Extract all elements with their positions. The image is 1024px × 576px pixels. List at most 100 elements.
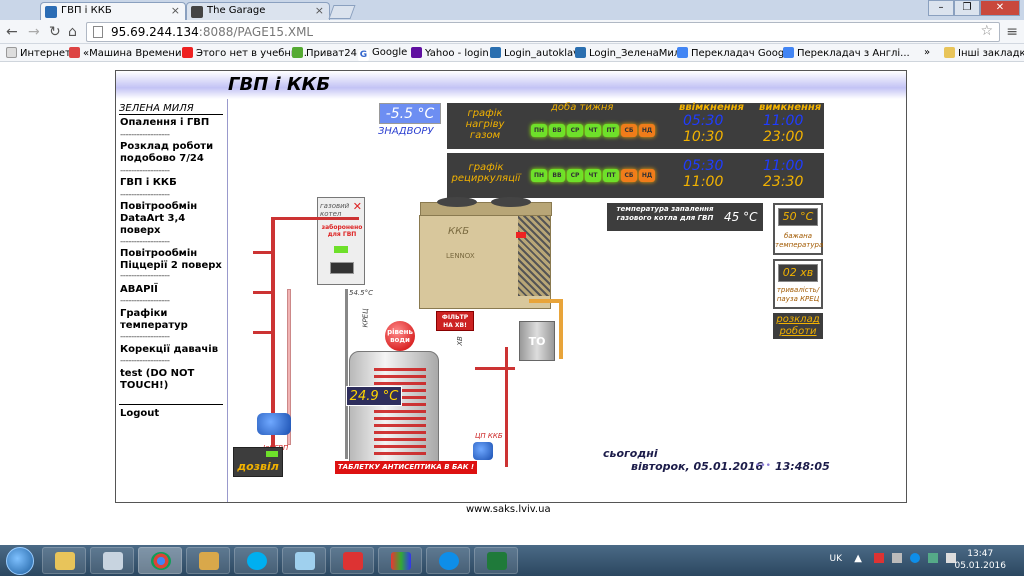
nav-heating[interactable]: Опалення і ГВП: [120, 117, 210, 128]
recirc-on-time-1[interactable]: 05:30: [683, 158, 724, 174]
nav-alarms[interactable]: АВАРІЇ: [120, 284, 158, 295]
close-tab-icon[interactable]: ×: [314, 4, 324, 17]
bookmark-item[interactable]: «Машина Времени...: [69, 47, 191, 59]
tray-flag-icon[interactable]: [892, 553, 902, 563]
bookmark-item[interactable]: Приват24: [292, 47, 357, 59]
taskbar-app[interactable]: [378, 547, 422, 574]
reload-icon[interactable]: ↻: [49, 24, 61, 40]
taskbar-paint[interactable]: [186, 547, 230, 574]
google-icon: G: [358, 50, 369, 61]
taskbar-skype[interactable]: [234, 547, 278, 574]
bookmark-item[interactable]: Перекладач з Англі...: [783, 47, 910, 59]
close-window-icon[interactable]: ✕: [980, 0, 1020, 16]
bookmark-item[interactable]: Yahoo - login: [411, 47, 489, 59]
forward-icon[interactable]: →: [28, 24, 40, 40]
tab-gvp-kkb[interactable]: ГВП і ККБ ×: [40, 2, 186, 20]
back-icon[interactable]: ←: [6, 24, 18, 40]
taskbar-app[interactable]: [282, 547, 326, 574]
close-tab-icon[interactable]: ×: [170, 4, 180, 17]
bookmark-star-icon[interactable]: ☆: [980, 23, 993, 39]
nav-corrections[interactable]: Корекції давачів: [120, 344, 219, 355]
red-branch-pipe: [253, 291, 273, 294]
desired-temp-value[interactable]: 50 °C: [778, 208, 818, 226]
day-wed[interactable]: СР: [567, 169, 583, 182]
tab-the-garage[interactable]: The Garage ×: [186, 2, 330, 20]
bookmarks-overflow[interactable]: »: [924, 47, 930, 58]
recirc-days: ПН ВВ СР ЧТ ПТ СБ НД: [531, 169, 655, 182]
gas-on-time-2[interactable]: 10:30: [683, 129, 724, 145]
chrome-icon: [151, 552, 171, 570]
filter-warning: ФІЛЬТР НА ХВ!: [436, 311, 474, 331]
volume-icon[interactable]: [946, 553, 956, 563]
day-sat[interactable]: СБ: [621, 124, 637, 137]
network-icon[interactable]: [928, 553, 938, 563]
day-wed[interactable]: СР: [567, 124, 583, 137]
allow-button[interactable]: дозвіл: [233, 447, 283, 477]
desired-temp-box: 50 °C бажана температура: [773, 203, 823, 255]
page-area: ГВП і ККБ ЗЕЛЕНА МИЛЯ Опалення і ГВП ---…: [0, 63, 1024, 545]
start-button[interactable]: [6, 547, 34, 575]
day-fri[interactable]: ПТ: [603, 124, 619, 137]
tray-app-icon[interactable]: [874, 553, 884, 563]
taskbar-explorer[interactable]: [42, 547, 86, 574]
nav-test[interactable]: test (DO NOT TOUCH!): [120, 368, 195, 391]
clock[interactable]: 13:47 05.01.2016: [954, 548, 1006, 572]
nav-schedule[interactable]: Розклад роботи подобово 7/24: [120, 141, 214, 164]
day-fri[interactable]: ПТ: [603, 169, 619, 182]
minimize-icon[interactable]: –: [928, 0, 954, 16]
recirc-on-time-2[interactable]: 11:00: [683, 174, 724, 190]
antiseptic-warning: ТАБЛЕТКУ АНТИСЕПТИКА В БАК !: [335, 461, 477, 474]
taskbar-calculator[interactable]: [90, 547, 134, 574]
taskbar-excel[interactable]: [474, 547, 518, 574]
home-icon[interactable]: ⌂: [68, 24, 77, 40]
skype-icon: [247, 552, 267, 570]
tray-teamviewer-icon[interactable]: [910, 553, 920, 563]
language-indicator[interactable]: UK: [829, 554, 843, 564]
nav-pizzeria[interactable]: Повітрообмін Піццерії 2 поверх: [120, 248, 222, 271]
footer-link[interactable]: www.saks.lviv.ua: [466, 504, 551, 515]
bookmark-item[interactable]: Login_ЗеленаМиля: [575, 47, 686, 59]
bookmark-item[interactable]: Перекладач Google: [677, 47, 793, 59]
gas-on-time-1[interactable]: 05:30: [683, 113, 724, 129]
day-tue[interactable]: ВВ: [549, 169, 565, 182]
overflow-label: »: [924, 47, 931, 58]
day-thu[interactable]: ЧТ: [585, 169, 601, 182]
day-mon[interactable]: ПН: [531, 124, 547, 137]
recirc-off-time-1[interactable]: 11:00: [763, 158, 804, 174]
recirc-pause-value[interactable]: 02 хв: [778, 264, 818, 282]
day-tue[interactable]: ВВ: [549, 124, 565, 137]
taskbar-snipping[interactable]: [330, 547, 374, 574]
day-mon[interactable]: ПН: [531, 169, 547, 182]
menu-icon[interactable]: ≡: [1006, 24, 1018, 40]
gas-off-time-1[interactable]: 11:00: [763, 113, 804, 129]
nav-dataart[interactable]: Повітрообмін DataArt 3,4 поверх: [120, 201, 198, 236]
bookmark-item[interactable]: Login_autoklav: [490, 47, 579, 59]
other-bookmarks[interactable]: Інші закладки: [944, 47, 1024, 59]
day-sat[interactable]: СБ: [621, 169, 637, 182]
red-to-pipe: [505, 347, 508, 467]
gas-off-time-2[interactable]: 23:00: [763, 129, 804, 145]
day-sun[interactable]: НД: [639, 124, 655, 137]
recirc-off-time-2[interactable]: 23:30: [763, 174, 804, 190]
new-tab-button[interactable]: [328, 5, 356, 19]
day-sun[interactable]: НД: [639, 169, 655, 182]
nav-charts[interactable]: Графіки температур: [120, 308, 188, 331]
nav-gvp-kkb[interactable]: ГВП і ККБ: [120, 177, 177, 188]
site-icon: [575, 47, 586, 58]
schedule-link[interactable]: розклад роботи: [773, 313, 823, 339]
logout-link[interactable]: Logout: [120, 408, 160, 419]
clock-date: 05.01.2016: [954, 561, 1006, 571]
taskbar-chrome[interactable]: [138, 547, 182, 574]
ignition-value[interactable]: 45 °C: [724, 210, 758, 224]
bookmark-item[interactable]: Интернет: [6, 47, 71, 59]
nav-separator: ------------------: [120, 332, 170, 342]
page-title: ГВП і ККБ: [228, 74, 331, 95]
boiler-temp-label: 54.5°C: [349, 289, 373, 297]
tray-expand-icon[interactable]: ▲: [854, 553, 862, 564]
bookmark-item[interactable]: Этого нет в учебни...: [182, 47, 307, 59]
taskbar-teamviewer[interactable]: [426, 547, 470, 574]
restore-icon[interactable]: ❐: [954, 0, 980, 16]
address-bar[interactable]: 95.69.244.134:8088/PAGE15.XML ☆: [86, 22, 1000, 42]
day-thu[interactable]: ЧТ: [585, 124, 601, 137]
